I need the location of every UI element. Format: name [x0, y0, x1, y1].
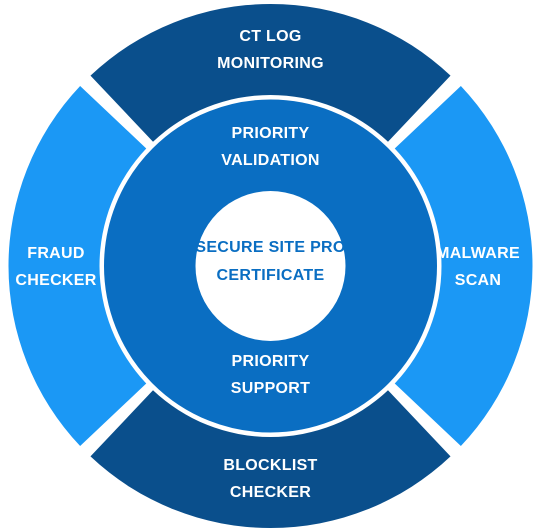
outer-left-label-line1: FRAUD: [27, 245, 85, 262]
outer-ring: [8, 3, 533, 528]
inner-top-label-line1: PRIORITY: [232, 125, 310, 142]
outer-segment-ct-log-monitoring: [90, 3, 451, 142]
outer-segment-blocklist-checker: [90, 390, 451, 528]
outer-top-label-line1: CT LOG: [239, 28, 301, 45]
outer-right-label-line2: SCAN: [455, 272, 502, 289]
inner-bottom-label-line1: PRIORITY: [232, 353, 310, 370]
outer-segment-malware-scan: [394, 85, 533, 447]
center-label-line2: CERTIFICATE: [217, 267, 325, 284]
inner-bottom-label-line2: SUPPORT: [231, 380, 310, 397]
outer-segment-fraud-checker: [8, 85, 147, 447]
inner-top-label-line2: VALIDATION: [221, 152, 319, 169]
outer-bottom-label-line1: BLOCKLIST: [223, 457, 317, 474]
center-label-line1: SECURE SITE PRO: [195, 239, 345, 256]
outer-top-label-line2: MONITORING: [217, 55, 324, 72]
outer-left-label-line2: CHECKER: [15, 272, 96, 289]
center-circle: [195, 191, 346, 341]
outer-right-label-line1: MALWARE: [436, 245, 520, 262]
outer-bottom-label-line2: CHECKER: [230, 484, 311, 501]
